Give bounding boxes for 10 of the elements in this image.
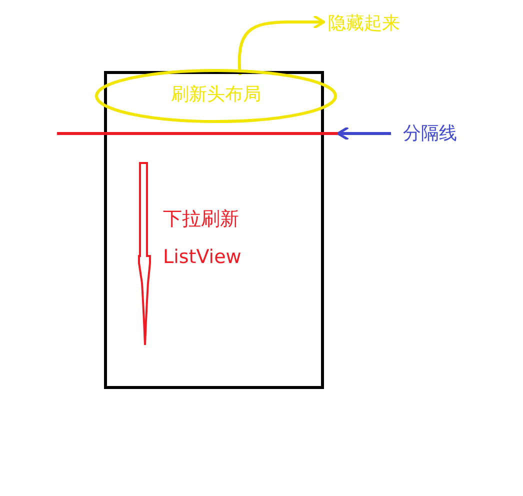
- separator-label: 分隔线: [403, 122, 473, 146]
- arrow: [238, 14, 326, 76]
- separator-line: [57, 132, 338, 135]
- arrow: [336, 126, 391, 141]
- list-title: 下拉刷新: [163, 210, 239, 229]
- header-label: 刷新头布局: [170, 86, 262, 104]
- hide-label: 隐藏起来: [328, 12, 418, 36]
- list-title: ListView: [163, 248, 242, 267]
- header-ellipse: [95, 69, 337, 123]
- listview-box: [104, 71, 324, 389]
